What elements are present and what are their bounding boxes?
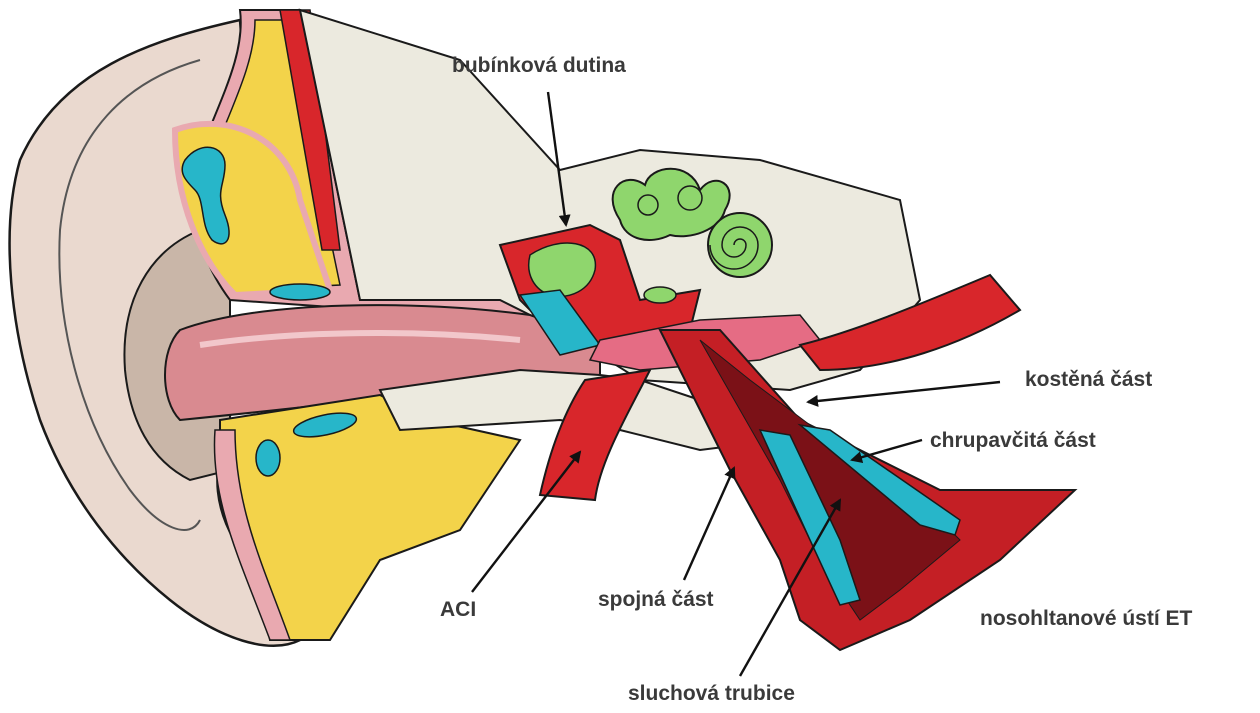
- label-junction-part: spojná část: [598, 588, 714, 611]
- label-eustachian-tube: sluchová trubice: [628, 682, 795, 705]
- label-tympanic-cavity: bubínková dutina: [452, 54, 626, 77]
- cochlea: [708, 213, 772, 277]
- stapes: [644, 287, 676, 303]
- arrow-cartilaginous-part: [852, 440, 922, 460]
- label-aci: ACI: [440, 598, 476, 621]
- label-nasopharyngeal-opening: nosohltanové ústí ET: [980, 607, 1193, 630]
- arrow-bony-part: [808, 382, 1000, 402]
- ear-illustration: [10, 10, 1075, 650]
- arrow-junction-part: [684, 468, 734, 580]
- cyan-gland-4: [256, 440, 280, 476]
- label-cartilaginous-part: chrupavčitá část: [930, 429, 1096, 452]
- label-bony-part: kostěná část: [1025, 368, 1152, 391]
- cyan-gland-2: [270, 284, 330, 300]
